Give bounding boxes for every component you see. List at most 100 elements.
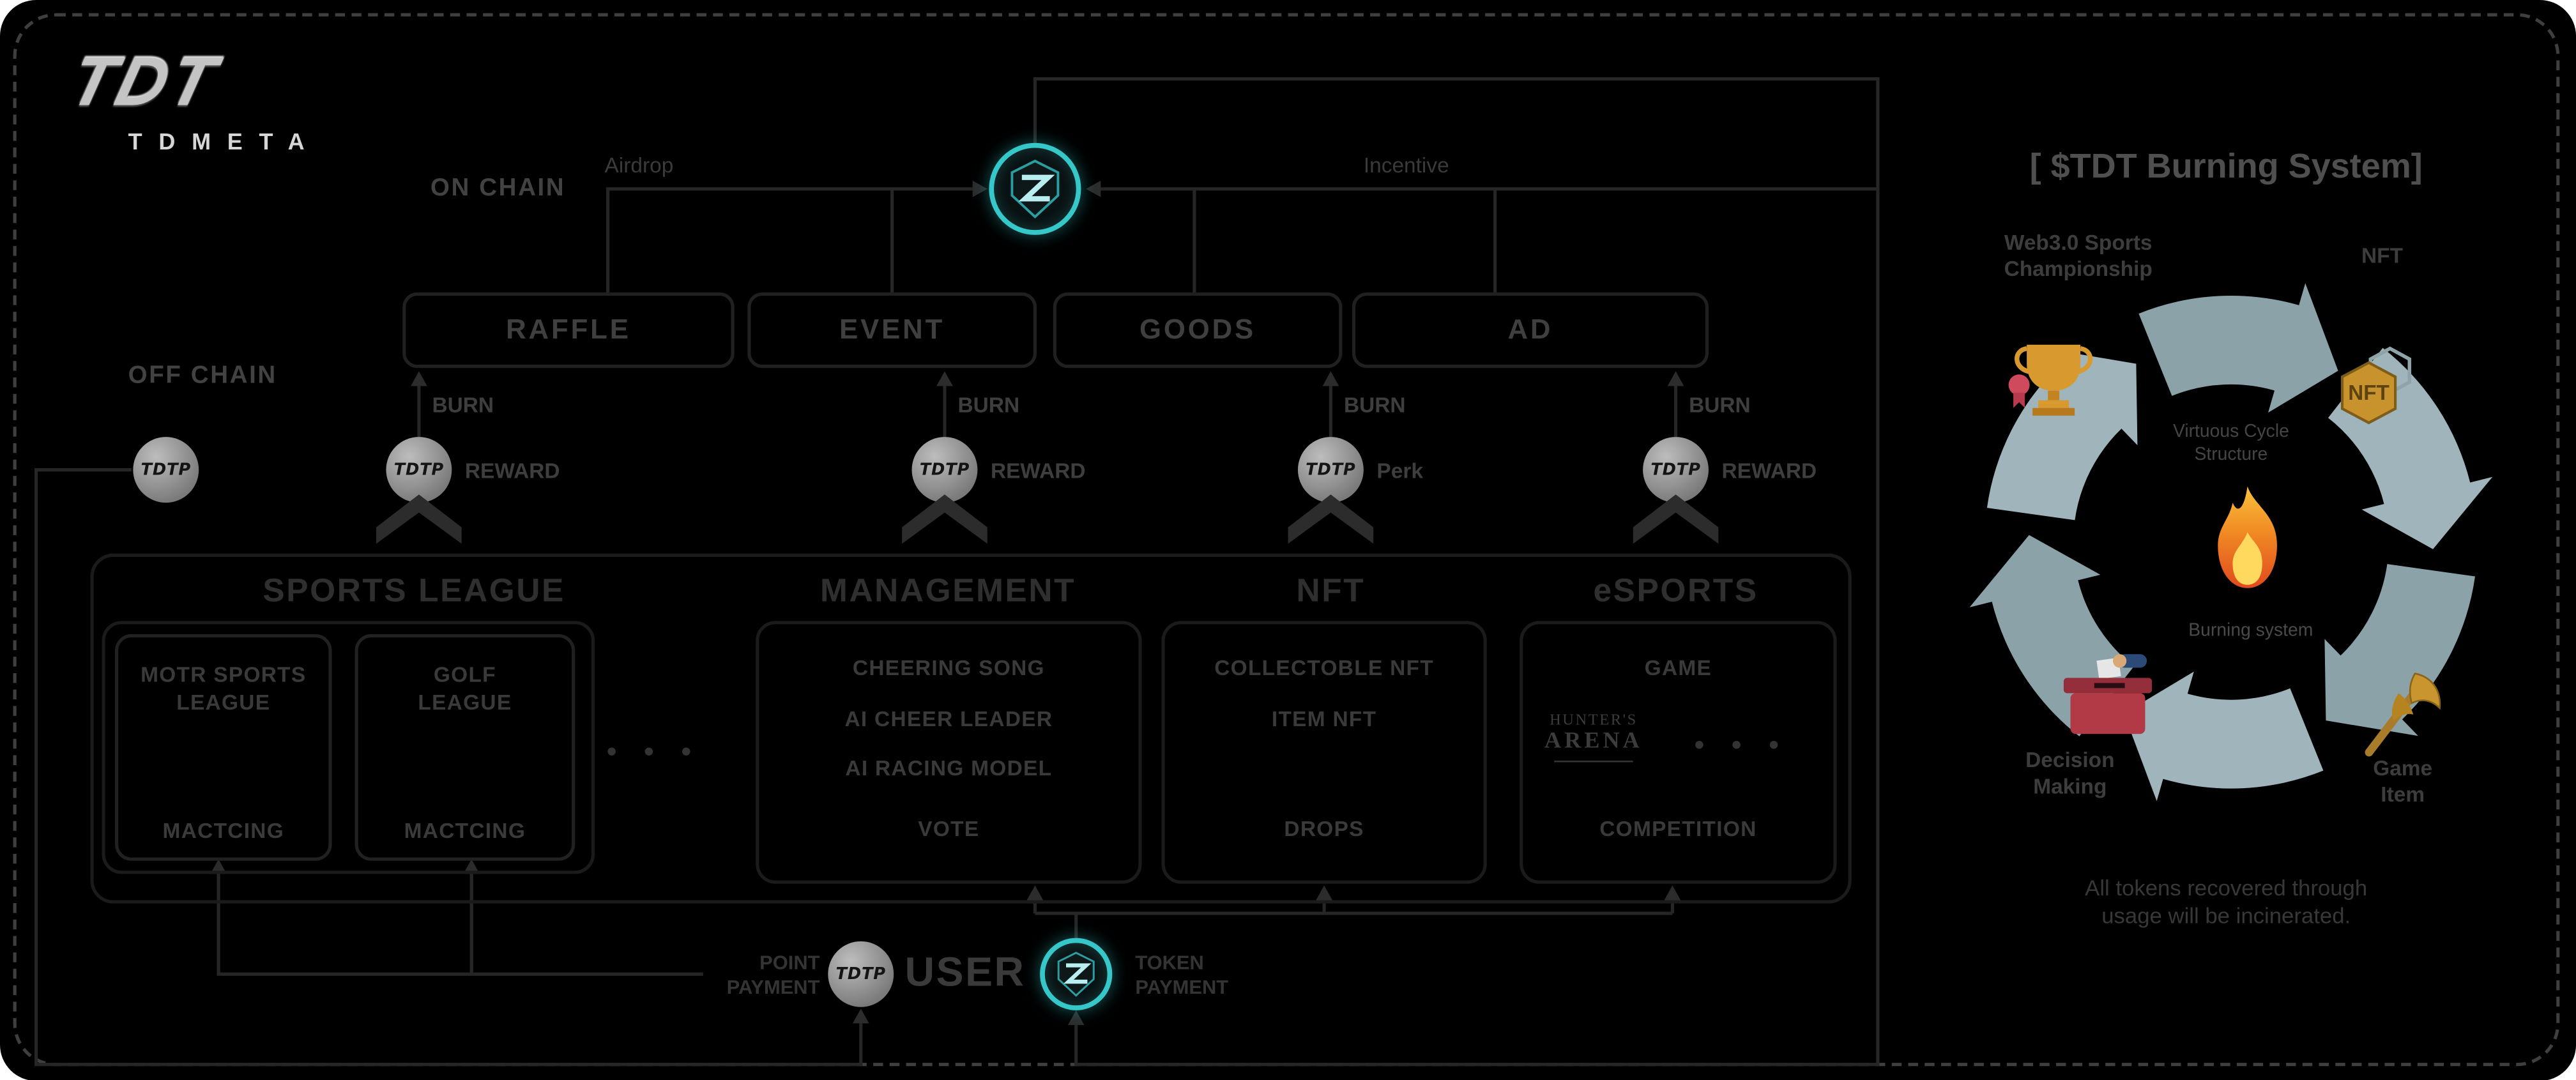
cycle-line2: Structure [2194, 445, 2268, 465]
tdt-token-icon [989, 142, 1081, 235]
esports-ellipsis: • • • [1694, 729, 1789, 761]
event-box: EVENT [747, 292, 1037, 369]
motr-matching-label: MACTCING [162, 818, 285, 843]
hunters-line: HUNTER'S [1550, 713, 1638, 730]
burning-system-title: [ $TDT Burning System] [2029, 148, 2423, 186]
nft-hexagon-icon: NFT [2340, 346, 2412, 425]
ad-label: AD [1507, 314, 1553, 346]
tdtp-coin-ad: TDTP [1643, 437, 1709, 503]
chevron-up-icon [1288, 494, 1374, 544]
token-line: TOKEN [1135, 951, 1204, 975]
tdtp-coin-raffle: TDTP [386, 437, 452, 503]
nft-node-label: NFT [2361, 243, 2404, 268]
game-line2: Item [2381, 782, 2425, 807]
nft-drops-label: DROPS [1284, 816, 1364, 841]
sports-ellipsis: • • • [606, 736, 701, 768]
tdtp-coin-goods: TDTP [1297, 437, 1364, 503]
esports-box [1520, 621, 1837, 884]
point-payment-label: POINT PAYMENT [703, 949, 825, 1002]
off-chain-label: OFF CHAIN [128, 361, 277, 390]
championship-line1: Web3.0 Sports [2004, 230, 2153, 255]
tdtp-coin-text: TDTP [1650, 460, 1701, 479]
tdt-token-shield-icon [1010, 159, 1060, 219]
burn-label-raffle: BURN [432, 392, 494, 418]
esports-game-label: GAME [1644, 655, 1712, 680]
decision-line2: Making [2033, 773, 2107, 799]
game-line1: Game [2373, 756, 2433, 780]
golf-name-line2: LEAGUE [418, 690, 512, 715]
chevron-up-icon [1633, 494, 1719, 544]
raffle-label: RAFFLE [506, 314, 631, 346]
burn-label-ad: BURN [1689, 392, 1751, 418]
chevron-up-icon [376, 494, 462, 544]
ad-box: AD [1352, 292, 1709, 369]
championship-label: Web3.0 Sports Championship [1963, 230, 2193, 282]
tdmeta-wordmark: TDMETA [128, 128, 321, 155]
management-box [756, 621, 1142, 884]
chevron-up-icon [902, 494, 987, 544]
championship-line2: Championship [2004, 256, 2153, 281]
goods-label: GOODS [1139, 314, 1256, 346]
payment-line: PAYMENT [1135, 975, 1229, 999]
tdtp-coin-event: TDTP [911, 437, 978, 503]
decision-making-label: Decision Making [1972, 747, 2169, 800]
virtuous-cycle-label: Virtuous Cycle Structure [2100, 420, 2363, 466]
management-item-cheering-song: CHEERING SONG [852, 655, 1045, 680]
raffle-box: RAFFLE [402, 292, 735, 369]
perk-label-goods: Perk [1376, 458, 1423, 483]
reward-label-raffle: REWARD [464, 458, 560, 483]
motr-name-line2: LEAGUE [176, 690, 271, 715]
nft-box [1161, 621, 1487, 884]
flame-icon [2218, 486, 2277, 588]
sports-league-box [102, 621, 595, 874]
svg-text:NFT: NFT [2348, 381, 2389, 405]
tdtp-coin-text: TDTP [1306, 460, 1356, 479]
golf-name-line1: GOLF [433, 662, 496, 687]
management-item-ai-racing-model: AI RACING MODEL [845, 756, 1053, 780]
footer-line2: usage will be incinerated. [2101, 903, 2351, 929]
ballot-box-icon [2063, 654, 2153, 734]
burn-label-event: BURN [957, 392, 1020, 418]
axe-icon [2365, 673, 2441, 757]
tdt-token-shield-icon [1057, 952, 1095, 997]
arena-line: ARENA [1544, 729, 1643, 754]
reward-label-event: REWARD [990, 458, 1086, 483]
reward-label-ad: REWARD [1721, 458, 1817, 483]
management-item-ai-cheer-leader: AI CHEER LEADER [844, 706, 1053, 731]
nft-item-collectoble: COLLECTOBLE NFT [1214, 655, 1434, 680]
token-payment-label: TOKEN PAYMENT [1130, 949, 1262, 1002]
payment-line: PAYMENT [726, 975, 820, 999]
burning-footer-text: All tokens recovered through usage will … [1979, 874, 2473, 929]
game-item-label: Game Item [2333, 756, 2473, 808]
sports-league-header: SPORTS LEAGUE [263, 573, 565, 610]
golf-league-card [354, 634, 575, 861]
goods-box: GOODS [1053, 292, 1343, 369]
on-chain-label: ON CHAIN [430, 174, 566, 202]
platform-container [90, 553, 1852, 904]
airdrop-label: Airdrop [604, 153, 674, 178]
tdtp-coin-point-payment: TDTP [828, 941, 894, 1007]
incentive-label: Incentive [1363, 153, 1449, 178]
burn-label-goods: BURN [1343, 392, 1406, 418]
tdtp-coin-text: TDTP [835, 965, 886, 984]
logo-rule [1554, 760, 1633, 763]
burning-system-label: Burning system [2188, 621, 2313, 641]
esports-competition-label: COMPETITION [1599, 816, 1757, 841]
point-line: POINT [759, 951, 820, 975]
motr-league-name: MOTR SPORTS LEAGUE [115, 660, 332, 716]
decision-line1: Decision [2025, 747, 2115, 772]
nft-header: NFT [1296, 573, 1366, 610]
hunters-arena-logo: HUNTER'S ARENA [1533, 713, 1654, 763]
golf-matching-label: MACTCING [404, 818, 526, 843]
motr-league-card [115, 634, 332, 861]
footer-line1: All tokens recovered through [2085, 875, 2368, 901]
management-vote-label: VOTE [918, 816, 980, 841]
brand-block: TDT TDMETA [63, 43, 321, 155]
tdtp-coin-text: TDTP [919, 460, 970, 479]
tdtp-coin-text: TDTP [141, 460, 191, 479]
tdt-token-payment-icon [1040, 938, 1113, 1010]
nft-item-item-nft: ITEM NFT [1271, 706, 1377, 731]
